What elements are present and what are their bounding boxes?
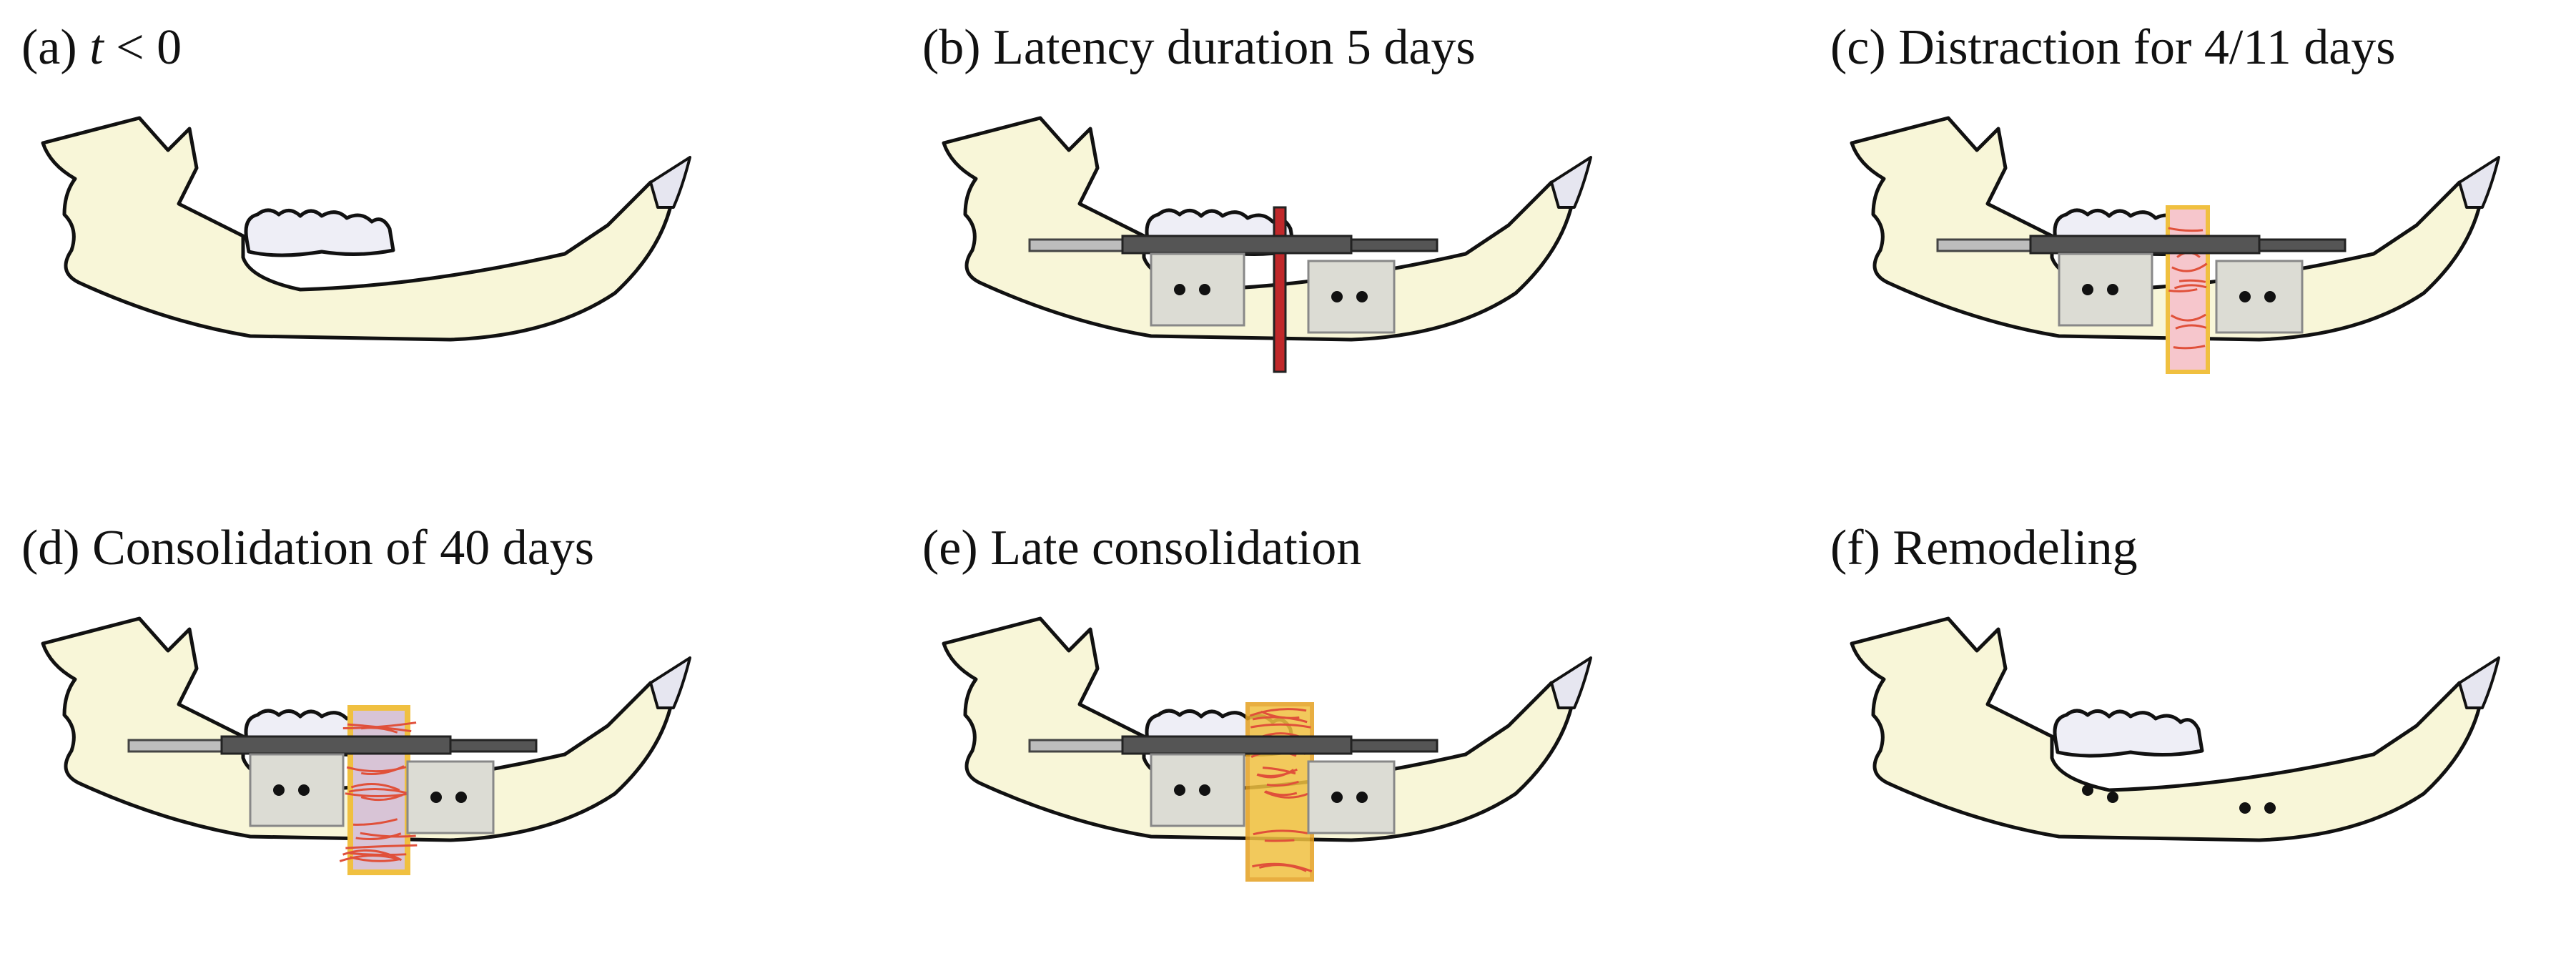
panel-a: (a) t < 0 (21, 14, 851, 443)
blood-vessel (1266, 780, 1299, 787)
osteotomy-gap (1273, 206, 1287, 373)
distractor-rod-distal (1350, 739, 1438, 753)
panel-d-mandible-illustration (41, 616, 691, 875)
fixator-block-distal (1307, 760, 1396, 834)
pin-hole (2107, 792, 2118, 803)
incisor-tooth (649, 156, 691, 209)
incisor-tooth (2458, 156, 2500, 209)
blood-vessel (352, 818, 398, 826)
panel-f: (f) Remodeling (1830, 515, 2576, 944)
distractor-screw (220, 735, 452, 755)
panel-a-mandible-illustration (41, 116, 691, 342)
blood-vessel (2170, 313, 2206, 322)
panel-d-title: (d) Consolidation of 40 days (21, 521, 595, 576)
blood-vessel (1265, 790, 1298, 797)
fixator-screw-hole (1356, 291, 1368, 302)
mandible-bone (41, 116, 674, 342)
blood-vessel (2173, 284, 2207, 290)
blood-vessel (350, 856, 400, 862)
fixator-block-proximal (1150, 753, 1245, 827)
blood-vessel (1253, 829, 1308, 836)
fixator-block-proximal (1150, 252, 1245, 327)
fixator-screw-hole (2239, 291, 2251, 302)
fixator-screw-hole (1199, 284, 1210, 295)
fixator-screw-hole (1331, 291, 1343, 302)
distractor-screw (2029, 235, 2261, 255)
blood-vessel (342, 721, 417, 730)
fixator-screw-hole (1356, 792, 1368, 803)
distractor-rod-distal (1350, 238, 1438, 252)
blood-vessel (342, 849, 403, 862)
fixator-screw-hole (1199, 784, 1210, 796)
fixator-screw-hole (1174, 284, 1185, 295)
blood-vessel (2175, 324, 2207, 330)
blood-vessel (1252, 862, 1313, 873)
pin-hole (2082, 784, 2093, 796)
blood-vessel (339, 854, 398, 862)
distractor-screw (1121, 235, 1353, 255)
fixator-block-distal (2215, 260, 2304, 334)
blood-vessel (346, 766, 407, 773)
panel-b-mandible-illustration (942, 116, 1592, 373)
mandible-bone (1850, 616, 2483, 842)
fixator-screw-hole (1331, 792, 1343, 803)
fixator-screw-hole (273, 784, 285, 796)
blood-vessel (2168, 227, 2204, 232)
panel-f-mandible-illustration (1850, 616, 2500, 842)
blood-vessel (350, 782, 400, 792)
blood-vessel (2171, 262, 2208, 272)
molar-teeth (2053, 709, 2204, 758)
incisor-tooth (1550, 656, 1592, 709)
distractor-screw (1121, 735, 1353, 755)
fixator-screw-hole (430, 792, 442, 803)
blood-vessel (360, 726, 398, 734)
fixator-screw-hole (2107, 284, 2118, 295)
incisor-tooth (649, 656, 691, 709)
blood-vessel (1262, 767, 1296, 775)
blood-vessel (360, 794, 403, 802)
fixator-block-distal (1307, 260, 1396, 334)
panel-c-mandible-illustration (1850, 116, 2500, 374)
distractor-rod-distal (449, 739, 538, 753)
molar-teeth (244, 208, 395, 257)
fixator-block-proximal (2058, 252, 2153, 327)
fixator-screw-hole (2082, 284, 2093, 295)
mineralized-callus (1245, 702, 1314, 882)
pin-hole (2239, 802, 2251, 814)
blood-vessel (2168, 288, 2198, 292)
panel-f-title: (f) Remodeling (1830, 521, 2138, 576)
fixator-screw-hole (2264, 291, 2276, 302)
panel-a-title: (a) t < 0 (21, 20, 182, 75)
distractor-rod-distal (2258, 238, 2346, 252)
blood-vessel (2178, 279, 2206, 283)
fixator-screw-hole (455, 792, 467, 803)
fixator-screw-hole (1174, 784, 1185, 796)
blood-vessel (1249, 708, 1307, 717)
blood-vessel (1260, 710, 1300, 719)
panel-e-mandible-illustration (942, 616, 1592, 882)
panel-b-title: (b) Latency duration 5 days (922, 20, 1476, 75)
blood-vessel (1264, 839, 1295, 842)
distraction-gap (2166, 205, 2210, 374)
fixator-block-proximal (249, 753, 345, 827)
panel-c: (c) Distraction for 4/11 days (1830, 14, 2576, 443)
blood-vessel (2173, 345, 2206, 350)
incisor-tooth (1550, 156, 1592, 209)
pin-hole (2264, 802, 2276, 814)
panel-e: (e) Late consolidation (922, 515, 1752, 944)
incisor-tooth (2458, 656, 2500, 709)
blood-vessel (355, 832, 402, 841)
blood-vessel (1257, 768, 1298, 777)
blood-vessel (345, 844, 418, 849)
blood-vessel (348, 787, 412, 796)
panel-c-title: (c) Distraction for 4/11 days (1830, 20, 2396, 75)
panel-d: (d) Consolidation of 40 days (21, 515, 851, 944)
panel-b: (b) Latency duration 5 days (922, 14, 1752, 443)
panel-e-title: (e) Late consolidation (922, 521, 1362, 576)
fixator-block-distal (406, 760, 495, 834)
blood-vessel (1250, 723, 1311, 729)
fixator-screw-hole (298, 784, 310, 796)
